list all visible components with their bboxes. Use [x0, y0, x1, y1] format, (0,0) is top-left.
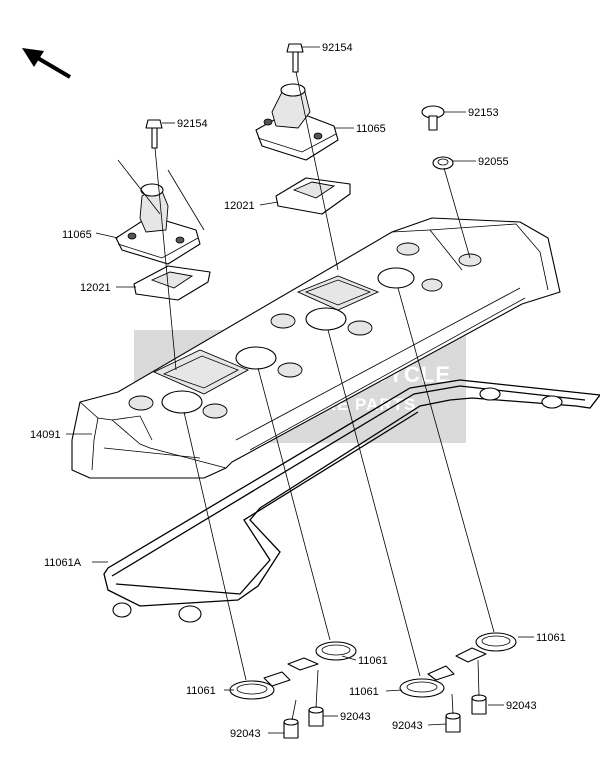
label-collar-1: 92043 [230, 728, 261, 740]
bolt-right [286, 43, 304, 73]
assembly-lines [117, 71, 495, 721]
label-collar-2: 92043 [340, 711, 371, 723]
label-cover-gasket: 11061A [44, 557, 82, 569]
cap-bolt [421, 105, 445, 131]
label-plate-left: 12021 [80, 282, 111, 294]
washer [432, 156, 454, 170]
label-plug-gasket-4: 11061 [536, 632, 566, 644]
label-plug-gasket-1: 11061 [186, 685, 216, 697]
plug-gasket-1 [229, 671, 291, 700]
label-collar-3: 92043 [392, 720, 423, 732]
label-bolt-left: 92154 [177, 118, 208, 130]
collar-2 [308, 706, 324, 727]
plate-left [133, 265, 211, 301]
plug-gasket-4 [455, 632, 517, 663]
label-plate-right: 12021 [224, 200, 255, 212]
label-cover: 14091 [30, 429, 61, 441]
collar-4 [471, 694, 487, 715]
direction-arrow-icon [22, 48, 72, 79]
plug-gasket-2 [287, 641, 357, 671]
cylinder-head-cover [71, 217, 561, 479]
breather-cover-left [115, 183, 201, 265]
breather-cover-right [255, 83, 339, 161]
plug-gasket-3 [399, 665, 455, 698]
bolt-left [145, 119, 163, 149]
label-breather-right: 11065 [356, 123, 386, 135]
leader-lines [66, 46, 534, 734]
collar-3 [445, 712, 461, 733]
part-labels: 92154 92154 11065 11065 92153 92055 1202… [30, 42, 566, 740]
plate-right [275, 177, 351, 215]
label-washer: 92055 [478, 156, 509, 168]
label-breather-left: 11065 [62, 229, 92, 241]
label-plug-gasket-3: 11061 [349, 686, 379, 698]
collar-1 [283, 718, 299, 739]
label-bolt-right: 92154 [322, 42, 353, 54]
cover-gasket [103, 379, 600, 623]
label-collar-4: 92043 [506, 700, 537, 712]
label-plug-gasket-2: 11061 [358, 655, 388, 667]
label-cap-bolt: 92153 [468, 107, 499, 119]
